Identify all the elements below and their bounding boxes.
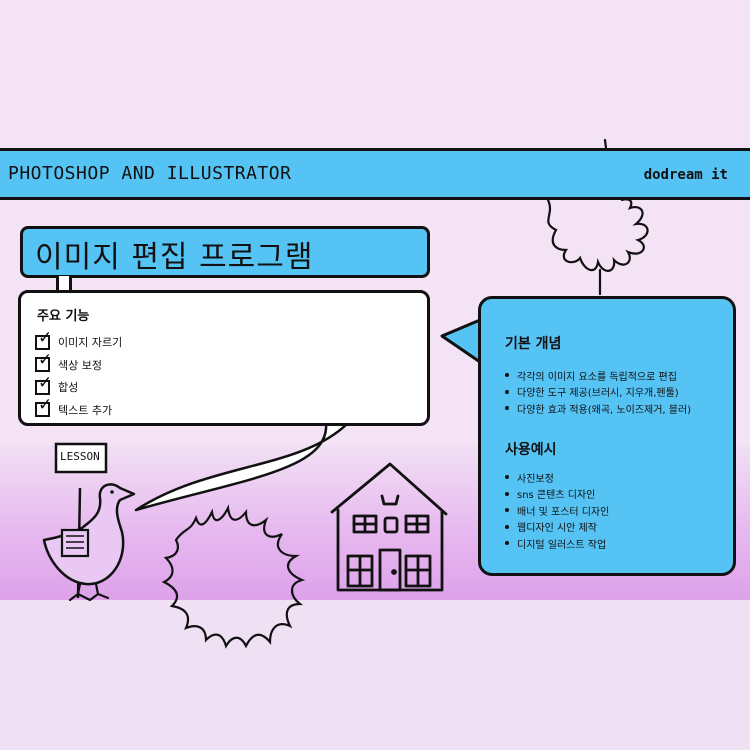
burst-icon [546, 138, 649, 296]
duck-icon [42, 442, 136, 602]
feature-label: 이미지 자르기 [58, 336, 123, 350]
usage-list: 사진보정 sns 콘텐츠 디자인 배너 및 포스터 디자인 웹디자인 시안 제작… [505, 469, 609, 552]
title-connector [56, 276, 72, 294]
feature-label: 합성 [58, 381, 79, 395]
house-icon [330, 462, 448, 592]
list-item: 다양한 효과 적용(왜곡, 노이즈제거, 블러) [505, 400, 691, 417]
concept-panel: 기본 개념 각각의 이미지 요소를 독립적으로 편집 다양한 도구 제공(브러시… [478, 296, 736, 576]
bullet-icon [505, 508, 509, 513]
background-bottom [0, 600, 750, 750]
list-item-label: sns 콘텐츠 디자인 [517, 490, 596, 502]
header-title: PHOTOSHOP AND ILLUSTRATOR [8, 163, 292, 184]
lesson-sign-text: LESSON [60, 450, 100, 463]
check-icon: ✓ [38, 327, 53, 348]
bullet-icon [505, 389, 509, 394]
list-item: 배너 및 포스터 디자인 [505, 502, 609, 519]
checkbox-icon: ✓ [35, 374, 52, 395]
feature-item: ✓ 합성 [35, 374, 122, 399]
checkbox-icon: ✓ [35, 329, 52, 350]
list-item: sns 콘텐츠 디자인 [505, 486, 609, 503]
list-item-label: 웹디자인 시안 제작 [517, 523, 597, 535]
check-icon: ✓ [38, 350, 53, 371]
page-title: 이미지 편집 프로그램 [35, 240, 314, 275]
bullet-icon [505, 475, 509, 480]
features-list: ✓ 이미지 자르기 ✓ 색상 보정 ✓ 합성 ✓ 텍스트 추가 [35, 329, 123, 422]
features-panel: 주요 기능 ✓ 이미지 자르기 ✓ 색상 보정 ✓ 합성 ✓ 텍스트 추가 [18, 290, 430, 426]
basic-concept-heading: 기본 개념 [505, 336, 562, 352]
bullet-icon [505, 491, 509, 496]
feature-item: ✓ 이미지 자르기 [35, 329, 123, 354]
list-item: 웹디자인 시안 제작 [505, 519, 609, 536]
feature-item: ✓ 색상 보정 [35, 352, 122, 377]
check-icon: ✓ [38, 395, 53, 416]
list-item-label: 다양한 효과 적용(왜곡, 노이즈제거, 블러) [517, 404, 692, 416]
checkbox-icon: ✓ [35, 352, 52, 373]
basic-concept-list: 각각의 이미지 요소를 독립적으로 편집 다양한 도구 제공(브러시, 지우개,… [505, 367, 691, 417]
list-item-label: 사진보정 [517, 473, 554, 485]
feature-item: ✓ 텍스트 추가 [35, 397, 122, 422]
speech-tail [440, 318, 481, 364]
bullet-icon [505, 524, 509, 529]
list-item: 사진보정 [505, 469, 609, 486]
feature-label: 텍스트 추가 [58, 403, 113, 417]
speech-tail [134, 421, 350, 512]
list-item-label: 각각의 이미지 요소를 독립적으로 편집 [517, 371, 677, 383]
feature-label: 색상 보정 [58, 358, 102, 372]
usage-heading: 사용예시 [505, 442, 557, 458]
list-item-label: 다양한 도구 제공(브러시, 지우개,펜툴) [517, 388, 679, 400]
header-bar: PHOTOSHOP AND ILLUSTRATOR dodream it [0, 148, 750, 200]
title-box: 이미지 편집 프로그램 [20, 226, 430, 278]
bullet-icon [505, 406, 509, 411]
list-item-label: 배너 및 포스터 디자인 [517, 506, 610, 518]
burst-icon [161, 504, 306, 649]
list-item: 디지털 일러스트 작업 [505, 535, 609, 552]
list-item: 각각의 이미지 요소를 독립적으로 편집 [505, 367, 691, 384]
header-brand: dodream it [643, 167, 728, 183]
check-icon: ✓ [38, 372, 53, 393]
list-item-label: 디지털 일러스트 작업 [517, 539, 607, 551]
list-item: 다양한 도구 제공(브러시, 지우개,펜툴) [505, 384, 691, 401]
checkbox-icon: ✓ [35, 397, 52, 418]
bullet-icon [505, 541, 509, 546]
bullet-icon [505, 373, 509, 378]
features-heading: 주요 기능 [37, 309, 90, 324]
